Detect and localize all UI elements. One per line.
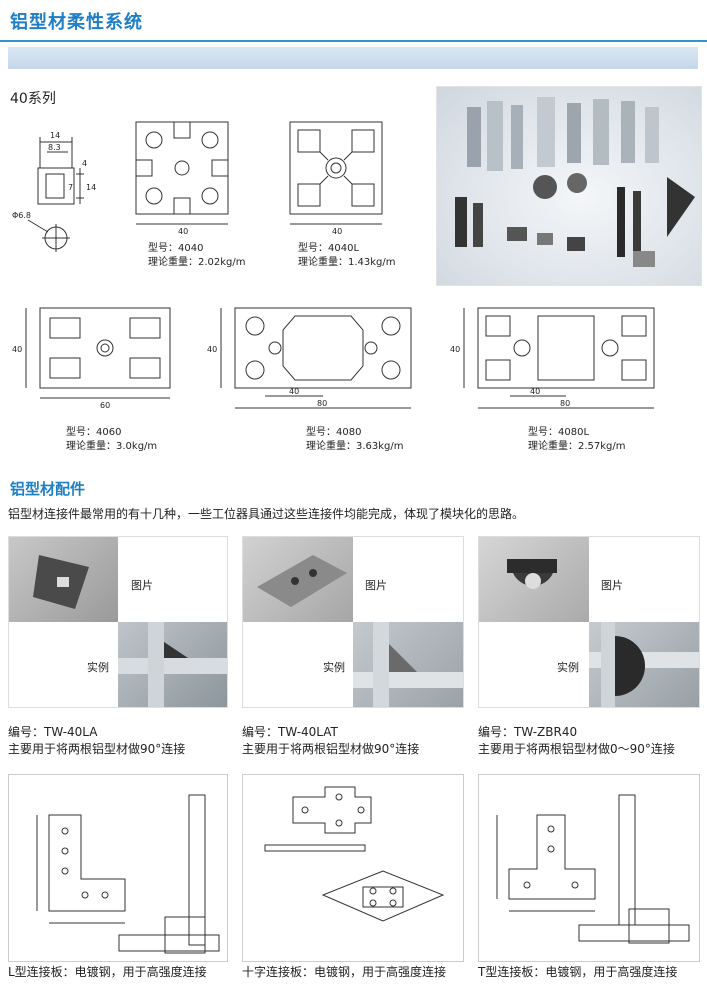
accessories-product-photo bbox=[436, 86, 702, 286]
profile-4040l-drawing: 40 bbox=[289, 121, 383, 236]
slot-detail-drawing: 14 8.3 4 7 14 Φ6.8 bbox=[12, 131, 96, 252]
profile-model: 型号：4080L bbox=[528, 427, 590, 438]
connector-photo bbox=[479, 537, 589, 622]
profile-4080-drawing: 40 40 80 bbox=[207, 307, 412, 409]
header-band bbox=[8, 47, 698, 69]
profile-model: 型号：4080 bbox=[306, 427, 362, 438]
dim-label: 8.3 bbox=[48, 143, 61, 152]
profile-weight: 理论重量：3.0kg/m bbox=[66, 441, 158, 452]
connector-code: 编号：TW-ZBR40 bbox=[478, 725, 578, 739]
dim-label: 40 bbox=[207, 345, 217, 354]
example-label: 实例 bbox=[87, 661, 109, 674]
plate-caption: T型连接板：电镀钢，用于高强度连接 bbox=[478, 965, 678, 979]
dim-label: 40 bbox=[289, 387, 299, 396]
connector-card: 图片 实例 bbox=[478, 536, 700, 708]
dim-label: Φ6.8 bbox=[12, 211, 31, 220]
dim-label: 60 bbox=[100, 401, 110, 410]
l-plate-drawing bbox=[8, 774, 228, 962]
dim-label: 80 bbox=[560, 399, 570, 408]
profile-4040-drawing: 40 bbox=[135, 121, 229, 236]
t-plate-drawing bbox=[478, 774, 700, 962]
page-title: 铝型材柔性系统 bbox=[10, 12, 143, 33]
profile-weight: 理论重量：2.57kg/m bbox=[528, 441, 626, 452]
cross-plate-drawing bbox=[242, 774, 464, 962]
dim-label: 4 bbox=[82, 159, 87, 168]
example-label: 实例 bbox=[557, 661, 579, 674]
dim-label: 40 bbox=[332, 227, 342, 236]
profile-model: 型号：4040 bbox=[148, 243, 204, 254]
dim-label: 14 bbox=[50, 131, 60, 140]
dim-label: 40 bbox=[178, 227, 188, 236]
profile-4080l-drawing: 40 40 80 bbox=[450, 307, 655, 409]
connector-example-photo bbox=[589, 622, 699, 707]
dim-label: 40 bbox=[530, 387, 540, 396]
connector-code: 编号：TW-40LAT bbox=[242, 725, 338, 739]
title-divider bbox=[0, 40, 707, 42]
accessories-intro: 铝型材连接件最常用的有十几种，一些工位器具通过这些连接件均能完成，体现了模块化的… bbox=[8, 507, 525, 521]
profile-weight: 理论重量：2.02kg/m bbox=[148, 257, 246, 268]
profile-weight: 理论重量：1.43kg/m bbox=[298, 257, 396, 268]
dim-label: 40 bbox=[450, 345, 460, 354]
connector-card: 图片 实例 bbox=[242, 536, 464, 708]
connector-example-photo bbox=[353, 622, 463, 707]
profile-4060-drawing: 40 60 bbox=[12, 307, 171, 410]
connector-photo bbox=[243, 537, 353, 622]
connector-card: 图片 实例 bbox=[8, 536, 228, 708]
connector-photo bbox=[9, 537, 118, 622]
dim-label: 40 bbox=[12, 345, 22, 354]
profile-model: 型号：4060 bbox=[66, 427, 122, 438]
profile-weight: 理论重量：3.63kg/m bbox=[306, 441, 404, 452]
picture-label: 图片 bbox=[365, 579, 387, 592]
accessories-heading: 铝型材配件 bbox=[10, 480, 86, 498]
series-label: 40系列 bbox=[10, 91, 56, 107]
example-label: 实例 bbox=[323, 661, 345, 674]
plate-caption: L型连接板：电镀钢，用于高强度连接 bbox=[8, 965, 207, 979]
dim-label: 14 bbox=[86, 183, 96, 192]
picture-label: 图片 bbox=[131, 579, 153, 592]
connector-example-photo bbox=[118, 622, 227, 707]
connector-desc: 主要用于将两根铝型材做0～90°连接 bbox=[478, 742, 675, 756]
connector-code: 编号：TW-40LA bbox=[8, 725, 98, 739]
plate-caption: 十字连接板：电镀钢，用于高强度连接 bbox=[242, 965, 447, 979]
dim-label: 80 bbox=[317, 399, 327, 408]
dim-label: 7 bbox=[68, 183, 73, 192]
connector-desc: 主要用于将两根铝型材做90°连接 bbox=[8, 742, 186, 756]
profile-model: 型号：4040L bbox=[298, 243, 360, 254]
connector-desc: 主要用于将两根铝型材做90°连接 bbox=[242, 742, 420, 756]
picture-label: 图片 bbox=[601, 579, 623, 592]
